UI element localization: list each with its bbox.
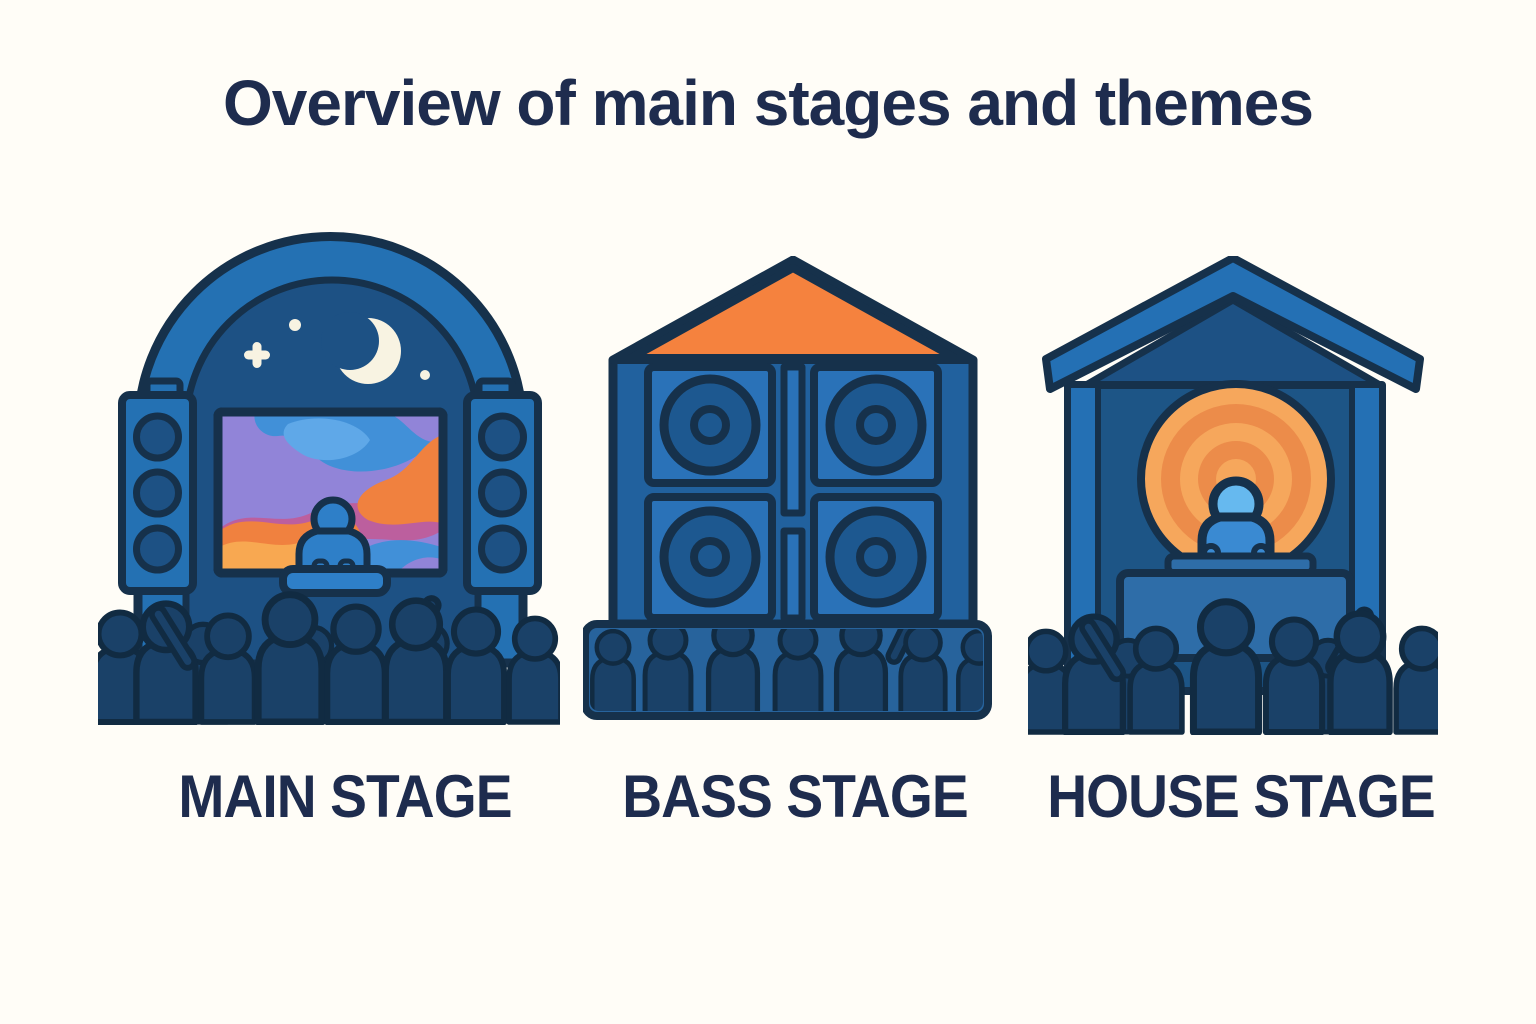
speaker-cone xyxy=(825,374,927,476)
speaker-cone xyxy=(659,506,761,608)
speaker-tower-right xyxy=(463,377,542,595)
crowd xyxy=(1028,602,1438,732)
speaker-tower-left xyxy=(118,377,197,595)
dj-figure xyxy=(279,496,391,597)
bass-stage-label: BASS STAGE xyxy=(622,763,968,830)
orange-gable-roof xyxy=(627,264,959,362)
speaker-cone xyxy=(825,506,927,608)
house-stage-illustration xyxy=(1028,256,1438,735)
speaker-cone xyxy=(133,524,182,574)
center-strut xyxy=(780,363,806,517)
page-title: Overview of main stages and themes xyxy=(223,67,1314,139)
star-dot-icon xyxy=(420,370,430,380)
speaker-wall xyxy=(644,363,942,622)
speaker-cone xyxy=(133,468,182,518)
house-stage-label: HOUSE STAGE xyxy=(1047,763,1435,830)
gabled-roof xyxy=(1042,256,1424,393)
speaker-cone xyxy=(478,468,527,518)
main-stage-label: MAIN STAGE xyxy=(178,763,512,830)
star-dot-icon xyxy=(289,319,301,331)
speaker-cone xyxy=(659,374,761,476)
main-stage-illustration xyxy=(98,232,560,725)
center-strut xyxy=(780,527,806,622)
dj-table xyxy=(279,565,391,597)
speaker-cone xyxy=(478,412,527,462)
speaker-cone xyxy=(478,524,527,574)
bass-stage-illustration xyxy=(583,256,992,720)
speaker-cone xyxy=(133,412,182,462)
star-plus-icon xyxy=(244,342,270,368)
night-sky-decor xyxy=(244,312,430,384)
